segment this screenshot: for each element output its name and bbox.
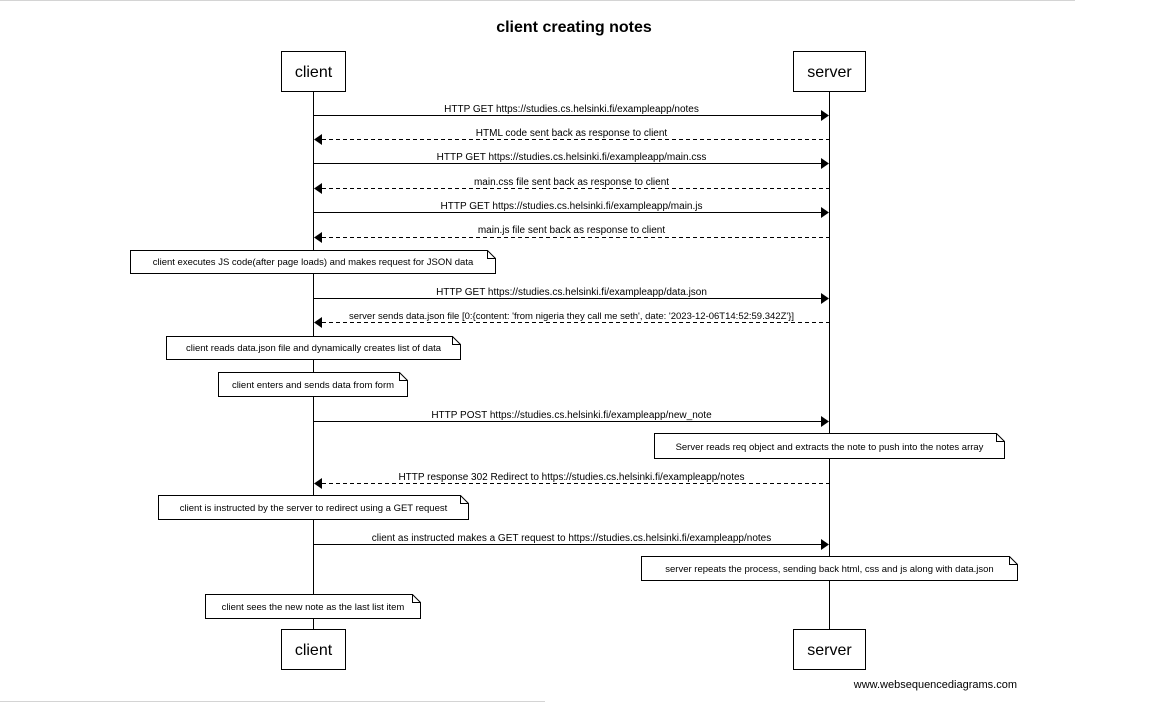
message-label: HTTP GET https://studies.cs.helsinki.fi/… (441, 201, 703, 212)
note-text: server repeats the process, sending back… (665, 564, 993, 575)
note-box: client enters and sends data from form (218, 372, 408, 397)
participant-server-label: server (807, 642, 852, 659)
message-label: HTTP GET https://studies.cs.helsinki.fi/… (436, 287, 707, 298)
message-label: HTTP GET https://studies.cs.helsinki.fi/… (444, 104, 699, 115)
note-box: client sees the new note as the last lis… (205, 594, 421, 619)
message-arrow: HTTP GET https://studies.cs.helsinki.fi/… (313, 287, 829, 304)
message-arrow: HTTP GET https://studies.cs.helsinki.fi/… (313, 104, 829, 121)
participant-server-bottom: server (793, 629, 866, 670)
note-text: client reads data.json file and dynamica… (186, 343, 442, 354)
response-arrow: main.css file sent back as response to c… (314, 177, 830, 194)
message-label: main.css file sent back as response to c… (474, 177, 669, 188)
note-box: server repeats the process, sending back… (641, 556, 1018, 581)
note-text: client executes JS code(after page loads… (153, 257, 474, 268)
message-label: server sends data.json file [0:{content:… (349, 311, 794, 322)
response-arrow: main.js file sent back as response to cl… (314, 225, 830, 243)
note-text: client sees the new note as the last lis… (222, 602, 405, 613)
participant-client-bottom: client (281, 629, 346, 670)
participant-server-top: server (793, 51, 866, 92)
note-box: client reads data.json file and dynamica… (166, 336, 461, 360)
note-box: client executes JS code(after page loads… (130, 250, 496, 274)
message-arrow: HTTP GET https://studies.cs.helsinki.fi/… (313, 201, 829, 218)
note-box: Server reads req object and extracts the… (654, 433, 1005, 459)
message-label: HTTP POST https://studies.cs.helsinki.fi… (431, 410, 712, 421)
note-text: client is instructed by the server to re… (180, 503, 448, 514)
note-text: client enters and sends data from form (232, 380, 394, 391)
message-label: client as instructed makes a GET request… (372, 533, 771, 544)
watermark-link[interactable]: www.websequencediagrams.com (853, 679, 1017, 691)
participant-client-top: client (281, 51, 346, 92)
message-label: main.js file sent back as response to cl… (478, 225, 666, 236)
participant-server-label: server (807, 64, 852, 81)
message-label: HTML code sent back as response to clien… (476, 128, 668, 139)
message-label: HTTP GET https://studies.cs.helsinki.fi/… (437, 152, 707, 163)
note-box: client is instructed by the server to re… (158, 495, 469, 520)
message-arrow: HTTP POST https://studies.cs.helsinki.fi… (313, 410, 829, 427)
message-arrow: HTTP GET https://studies.cs.helsinki.fi/… (313, 152, 829, 169)
response-arrow: server sends data.json file [0:{content:… (314, 311, 830, 328)
note-text: Server reads req object and extracts the… (676, 442, 984, 453)
response-arrow: HTTP response 302 Redirect to https://st… (314, 472, 830, 489)
participant-client-label: client (295, 64, 333, 81)
response-arrow: HTML code sent back as response to clien… (314, 128, 830, 145)
message-arrow: client as instructed makes a GET request… (313, 533, 829, 550)
diagram-title: client creating notes (496, 19, 652, 36)
message-label: HTTP response 302 Redirect to https://st… (398, 472, 744, 483)
participant-client-label: client (295, 642, 333, 659)
